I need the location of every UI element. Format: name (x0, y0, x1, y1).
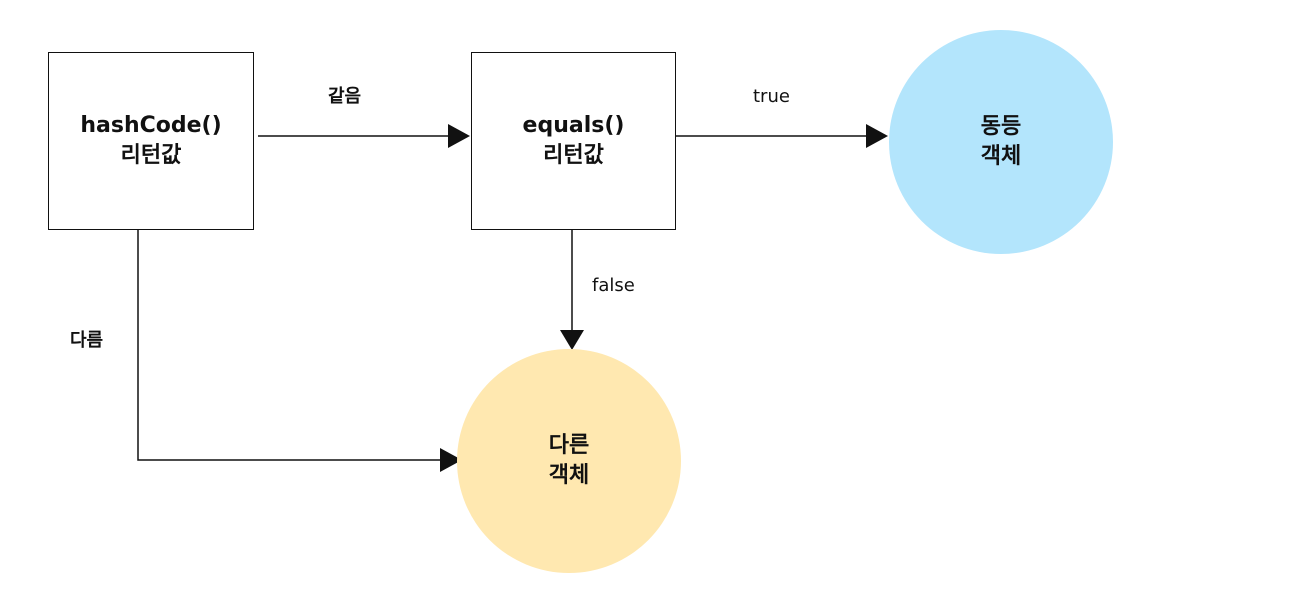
same-object-line-1: 동등 (980, 114, 1022, 139)
equals-node-line-1: equals() (522, 113, 625, 138)
edge-label-equals-false: false (592, 275, 635, 296)
hashcode-node: hashCode() 리턴값 (48, 52, 254, 230)
edge-label-hash-equal: 같음 (328, 86, 362, 107)
same-object-node: 동등 객체 (889, 30, 1113, 254)
hashcode-node-line-1: hashCode() (80, 113, 222, 138)
arrowhead-equals-to-different (560, 330, 584, 350)
different-object-line-1: 다른 (548, 433, 590, 458)
edge-hash-to-different (137, 230, 442, 461)
edge-label-equals-true: true (753, 86, 790, 107)
edge-label-hash-different: 다름 (70, 330, 104, 351)
arrowhead-equals-to-same (866, 124, 888, 148)
arrowhead-hash-to-equals (448, 124, 470, 148)
arrowhead-hash-to-different (440, 448, 462, 472)
equals-node: equals() 리턴값 (471, 52, 676, 230)
different-object-line-2: 객체 (548, 463, 590, 488)
different-object-node: 다른 객체 (457, 349, 681, 573)
same-object-line-2: 객체 (980, 144, 1022, 169)
equals-node-line-2: 리턴값 (543, 143, 604, 168)
hashcode-node-line-2: 리턴값 (120, 143, 182, 168)
